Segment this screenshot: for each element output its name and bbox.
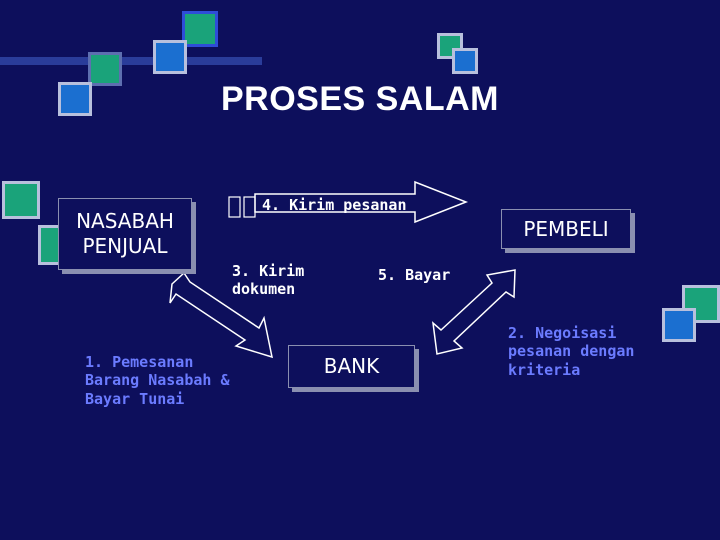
- step-4-label: 4. Kirim pesanan: [262, 196, 407, 214]
- deco-square: [2, 181, 40, 219]
- arrow-kirim-pesanan: [254, 180, 469, 224]
- placeholder-glyph-icon: [243, 196, 256, 218]
- deco-square: [452, 48, 478, 74]
- step-5-label: 5. Bayar: [378, 266, 451, 284]
- step-1-label: 1. Pemesanan Barang Nasabah & Bayar Tuna…: [85, 353, 230, 408]
- deco-square: [0, 57, 262, 65]
- entity-buyer-label: PEMBELI: [523, 216, 609, 241]
- entity-bank-label: BANK: [323, 354, 380, 378]
- deco-square: [88, 52, 122, 86]
- entity-bank-box: BANK: [288, 345, 415, 388]
- arrow-seller-bank: [169, 271, 273, 359]
- deco-square: [662, 308, 696, 342]
- placeholder-glyph-icon: [228, 196, 241, 218]
- step-2-label: 2. Negoisasi pesanan dengan kriteria: [508, 324, 635, 379]
- entity-seller-box: NASABAH PENJUAL: [58, 198, 192, 270]
- deco-square: [682, 285, 720, 323]
- arrow-bank-buyer: [432, 269, 516, 355]
- slide-title: PROSES SALAM: [220, 80, 500, 118]
- deco-square: [58, 82, 92, 116]
- deco-square: [182, 11, 218, 47]
- entity-buyer-box: PEMBELI: [501, 209, 631, 249]
- deco-square: [153, 40, 187, 74]
- step-3-label: 3. Kirim dokumen: [232, 262, 305, 298]
- entity-seller-label: NASABAH PENJUAL: [76, 209, 174, 258]
